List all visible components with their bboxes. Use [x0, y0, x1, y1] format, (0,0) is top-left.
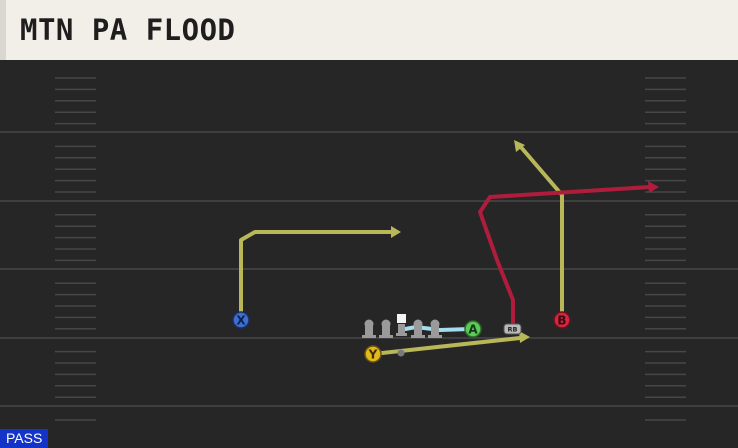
player-x[interactable]: X	[232, 311, 250, 329]
header-accent	[0, 0, 6, 60]
play-mode-badge: PASS	[0, 429, 49, 448]
play-header: MTN PA FLOOD	[0, 0, 738, 60]
block-route-a	[398, 325, 472, 332]
player-x-icon	[232, 311, 250, 329]
lineman	[411, 319, 425, 338]
route-b-arrow	[514, 140, 525, 152]
route-x	[239, 230, 399, 322]
routes	[239, 140, 659, 356]
lineman	[362, 319, 376, 338]
player-b[interactable]: B	[553, 311, 571, 329]
route-rb-arrow	[648, 181, 659, 193]
player-rb[interactable]: RB	[503, 323, 522, 335]
lineman	[428, 319, 442, 338]
quarterback-marker	[397, 349, 405, 357]
player-b-label: B	[557, 314, 566, 328]
lineman	[379, 319, 393, 338]
player-x-label: X	[236, 314, 246, 328]
offensive-line	[362, 314, 442, 357]
center	[396, 314, 407, 336]
play-field: X Y A B RB	[0, 60, 738, 448]
player-rb-label: RB	[508, 326, 518, 334]
player-a[interactable]: A	[464, 320, 482, 338]
field-background	[0, 60, 738, 448]
player-y-icon	[364, 345, 382, 363]
player-y[interactable]: Y	[364, 345, 382, 363]
route-y-arrow	[519, 331, 530, 343]
route-y	[371, 336, 522, 356]
player-a-label: A	[468, 323, 478, 337]
player-a-icon	[464, 320, 482, 338]
route-b	[518, 144, 564, 322]
player-y-label: Y	[368, 348, 378, 362]
player-b-icon	[553, 311, 571, 329]
hash-marks	[55, 77, 686, 421]
route-x-arrow	[391, 226, 401, 238]
yard-lines	[0, 131, 738, 407]
player-rb-icon	[503, 323, 522, 335]
route-rb	[478, 185, 652, 329]
play-title: MTN PA FLOOD	[20, 13, 236, 47]
